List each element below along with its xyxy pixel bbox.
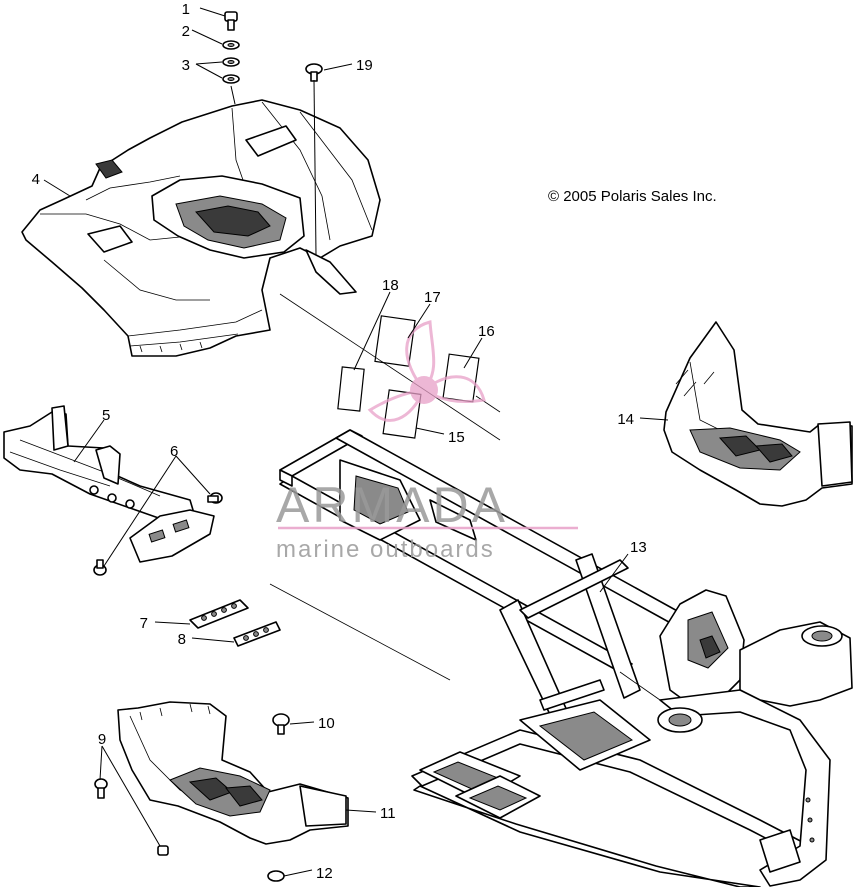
- callout-5: 5: [102, 407, 110, 424]
- callout-9: 9: [98, 731, 106, 748]
- watermark: ARMADA marine outboards: [276, 477, 578, 563]
- callout-13: 13: [630, 539, 647, 556]
- footrest-bracket-part-6: [93, 492, 223, 576]
- watermark-logo: [367, 320, 486, 422]
- right-footwell-part-14: [663, 321, 853, 507]
- callout-15: 15: [448, 429, 465, 446]
- copyright-notice: © 2005 Polaris Sales Inc.: [548, 188, 717, 205]
- leader-lines: [43, 7, 669, 877]
- callout-11: 11: [380, 805, 396, 822]
- callout-10: 10: [318, 715, 335, 732]
- callout-1: 1: [182, 1, 190, 18]
- left-footwell-part-11: [117, 701, 349, 845]
- callout-8: 8: [178, 631, 186, 648]
- fastener-part-12: [267, 870, 285, 882]
- pad-part-8: [233, 621, 281, 647]
- callout-19: 19: [356, 57, 373, 74]
- callout-4: 4: [32, 171, 40, 188]
- rear-fender-part-4: [21, 99, 381, 357]
- decal-set-parts-15-18: [279, 293, 501, 441]
- callout-18: 18: [382, 277, 399, 294]
- bolt-bottom-part-9: [157, 845, 169, 856]
- mount-bracket-part-5: [3, 405, 197, 523]
- pad-part-7: [189, 599, 249, 629]
- callout-16: 16: [478, 323, 495, 340]
- callout-3: 3: [182, 57, 190, 74]
- callout-17: 17: [424, 289, 441, 306]
- watermark-tagline: marine outboards: [276, 536, 495, 563]
- bolt-part-1: [224, 11, 238, 31]
- callout-2: 2: [182, 23, 190, 40]
- fastener-part-19: [305, 63, 323, 82]
- washer-part-2: [222, 40, 240, 50]
- watermark-brand: ARMADA: [276, 477, 508, 533]
- callout-6: 6: [170, 443, 178, 460]
- main-frame-part-13: [279, 429, 853, 887]
- callout-14: 14: [617, 411, 634, 428]
- callout-7: 7: [140, 615, 148, 632]
- washer-set-part-3: [222, 57, 240, 84]
- callout-12: 12: [316, 865, 333, 882]
- fastener-part-10: [272, 713, 290, 735]
- bolt-part-9: [94, 778, 108, 799]
